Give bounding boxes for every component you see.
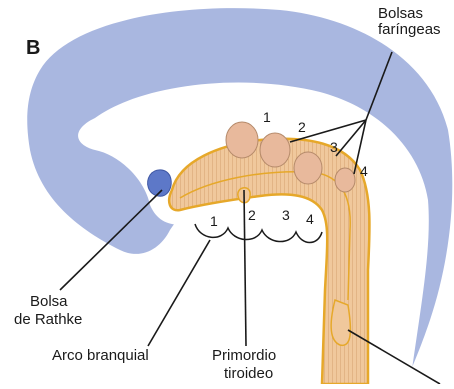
label-thyroid-line2: tiroideo [224, 365, 273, 382]
arch-number-1: 1 [210, 213, 218, 229]
pouch-1 [226, 122, 258, 158]
arch-number-3: 3 [282, 207, 290, 223]
label-pouches-line2: faríngeas [378, 21, 441, 38]
pouch-number-1: 1 [263, 109, 271, 125]
pouch-number-2: 2 [298, 119, 306, 135]
panel-letter: B [26, 37, 40, 59]
pouch-3 [294, 152, 322, 184]
pouch-4 [335, 168, 355, 192]
label-branchial-arch: Arco branquial [52, 347, 149, 364]
lower-bud [331, 300, 350, 345]
pointer-arch [148, 240, 210, 346]
pouch-2 [260, 133, 290, 167]
arch-number-2: 2 [248, 207, 256, 223]
label-thyroid-line1: Primordio [212, 347, 276, 364]
label-rathke-line2: de Rathke [14, 311, 82, 328]
pouch-number-3: 3 [330, 139, 338, 155]
arch-number-4: 4 [306, 211, 314, 227]
pouch-number-4: 4 [360, 163, 368, 179]
label-rathke-line1: Bolsa [30, 293, 68, 310]
label-pouches-line1: Bolsas [378, 5, 423, 22]
